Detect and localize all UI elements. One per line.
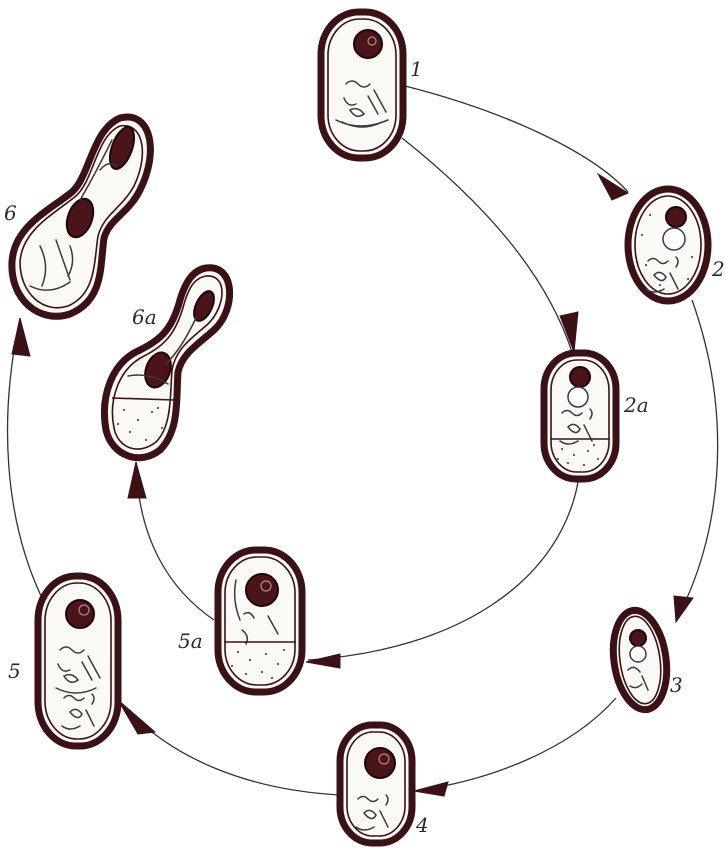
path-4-to-5 <box>118 700 340 795</box>
nucleus <box>246 574 278 606</box>
cell-stage-5 <box>38 576 118 746</box>
cell-stage-6 <box>12 117 150 316</box>
arrowhead-to-4 <box>414 782 448 796</box>
arrowhead-to-2a <box>560 312 578 352</box>
nucleus <box>630 630 646 646</box>
vacuole <box>663 228 685 250</box>
path-2-to-3 <box>676 300 718 620</box>
path-5-to-6 <box>8 318 42 598</box>
path-1-to-2a <box>402 138 572 352</box>
path-5a-to-6a <box>136 462 214 620</box>
label-stage-5a: 5a <box>178 629 203 653</box>
vacuole <box>568 387 588 407</box>
arrowhead-to-5a <box>306 654 340 668</box>
label-stage-5: 5 <box>8 659 21 683</box>
path-3-to-4 <box>420 698 616 790</box>
cell-stage-4 <box>340 725 412 843</box>
cell-stage-6a <box>104 268 229 458</box>
label-stage-2a: 2a <box>623 393 649 417</box>
arrowhead-to-3 <box>674 596 693 622</box>
cell-stage-5a <box>218 550 302 692</box>
label-stage-6: 6 <box>4 201 17 225</box>
label-stage-2: 2 <box>711 257 725 281</box>
path-1-to-2 <box>405 86 628 192</box>
label-stage-1: 1 <box>410 57 423 81</box>
nucleus <box>66 600 94 628</box>
label-stage-6a: 6a <box>132 305 157 329</box>
cell-stage-2a <box>544 353 616 479</box>
vacuole <box>630 646 646 662</box>
cell-stage-3 <box>607 607 672 713</box>
path-2a-to-5a <box>308 482 578 660</box>
nucleus <box>354 30 382 58</box>
nucleus <box>570 367 590 387</box>
cell-stage-1 <box>321 12 403 158</box>
cell-stage-2 <box>628 189 708 301</box>
nucleus <box>666 207 686 227</box>
arrowhead-to-6a <box>128 462 146 498</box>
arrowhead-to-5 <box>118 700 155 734</box>
label-stage-3: 3 <box>670 673 683 697</box>
label-stage-4: 4 <box>415 813 429 837</box>
arrowhead-to-6 <box>12 318 30 356</box>
nucleus <box>365 748 395 778</box>
